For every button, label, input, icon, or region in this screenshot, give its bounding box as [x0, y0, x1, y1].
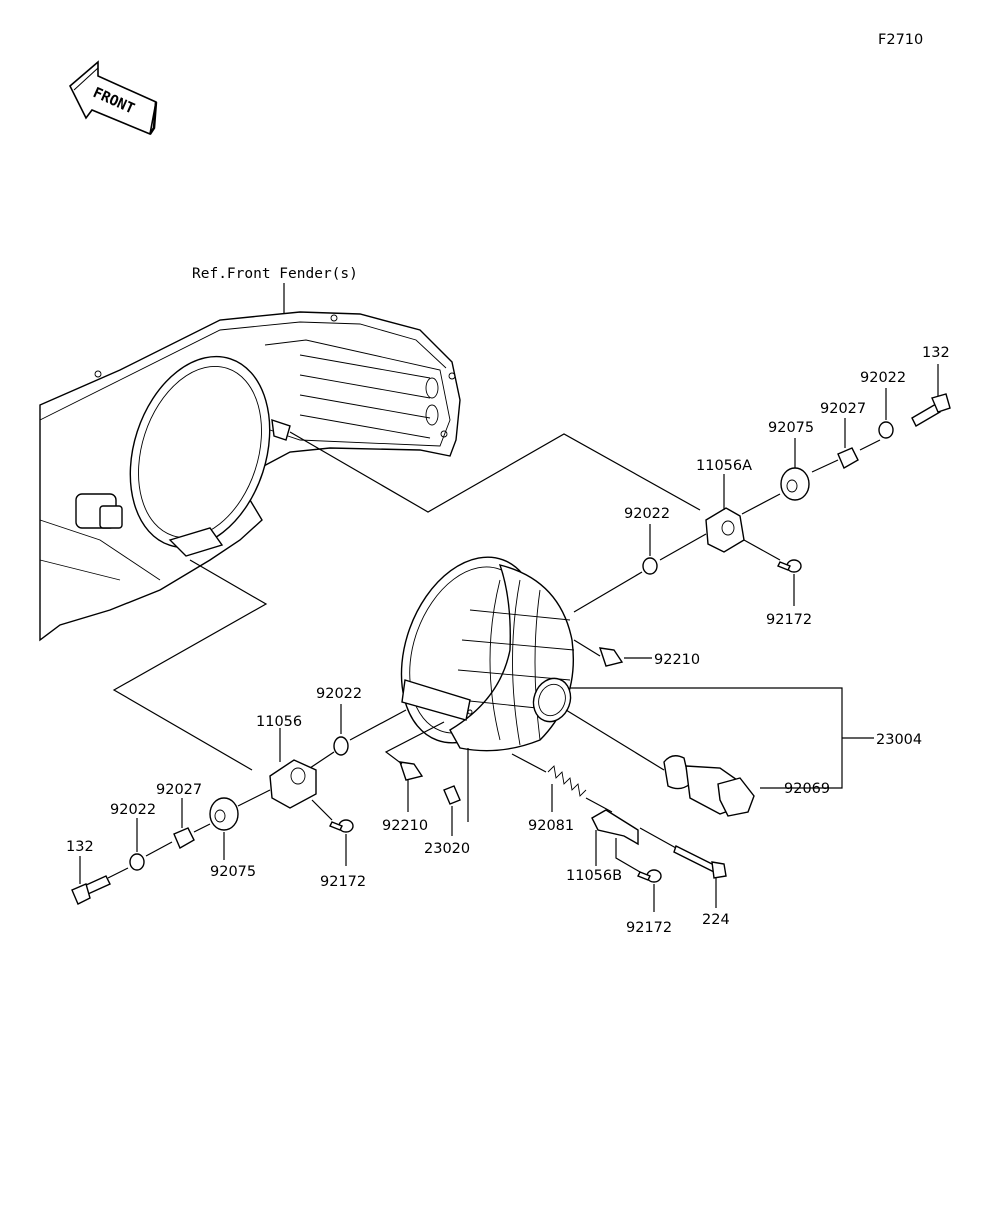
label-92172-left: 92172 — [320, 874, 366, 890]
leader-housing-right — [289, 431, 701, 513]
label-92022-l2: 92022 — [110, 802, 156, 818]
label-11056: 11056 — [256, 714, 302, 730]
label-92027-right: 92027 — [820, 401, 866, 417]
collar-92027-left — [173, 827, 195, 849]
bolt-132-left — [71, 875, 111, 905]
label-92210-left: 92210 — [382, 818, 428, 834]
label-132-left: 132 — [66, 839, 94, 855]
clip-92210-right — [598, 647, 624, 667]
spring-92081 — [547, 765, 587, 797]
label-92069: 92069 — [784, 781, 830, 797]
bracket-11056A — [705, 507, 745, 553]
ref-front-fender-label: Ref.Front Fender(s) — [192, 266, 358, 282]
label-92027-left: 92027 — [156, 782, 202, 798]
front-arrow-icon: FRONT — [69, 60, 158, 136]
label-92081: 92081 — [528, 818, 574, 834]
washer-92022-r1 — [878, 421, 894, 439]
label-92210-right: 92210 — [654, 652, 700, 668]
washer-92022-l2 — [129, 853, 145, 871]
grommet-92075-left — [209, 797, 239, 831]
label-224: 224 — [702, 912, 730, 928]
nut-23020 — [443, 785, 461, 805]
label-92172-right: 92172 — [766, 612, 812, 628]
grommet-92075-right — [780, 467, 810, 501]
screw-92172-right — [777, 559, 802, 573]
clip-92210-left — [398, 761, 424, 781]
label-92022-r1: 92022 — [860, 370, 906, 386]
label-92172-bottom: 92172 — [626, 920, 672, 936]
screw-92172-left — [329, 819, 354, 833]
label-23020: 23020 — [424, 841, 470, 857]
label-23004: 23004 — [876, 732, 922, 748]
washer-92022-l1 — [333, 736, 349, 756]
front-fender-housing — [39, 311, 461, 642]
label-92075-left: 92075 — [210, 864, 256, 880]
figure-id: F2710 — [878, 32, 923, 48]
label-11056A: 11056A — [696, 458, 752, 474]
label-132-right: 132 — [922, 345, 950, 361]
bracket-11056 — [269, 759, 317, 809]
screw-92172-bottom — [637, 869, 662, 883]
label-92022-r2: 92022 — [624, 506, 670, 522]
bulb-92069 — [663, 755, 755, 817]
label-11056B: 11056B — [566, 868, 622, 884]
headlight-unit — [400, 556, 575, 752]
washer-92022-r2 — [642, 557, 658, 575]
label-92022-l1: 92022 — [316, 686, 362, 702]
bracket-11056B — [591, 809, 639, 846]
collar-92027-right — [837, 447, 859, 469]
bolt-132-right — [911, 393, 951, 427]
bolt-224 — [673, 845, 727, 879]
label-92075-right: 92075 — [768, 420, 814, 436]
leader-housing-left — [112, 559, 268, 771]
